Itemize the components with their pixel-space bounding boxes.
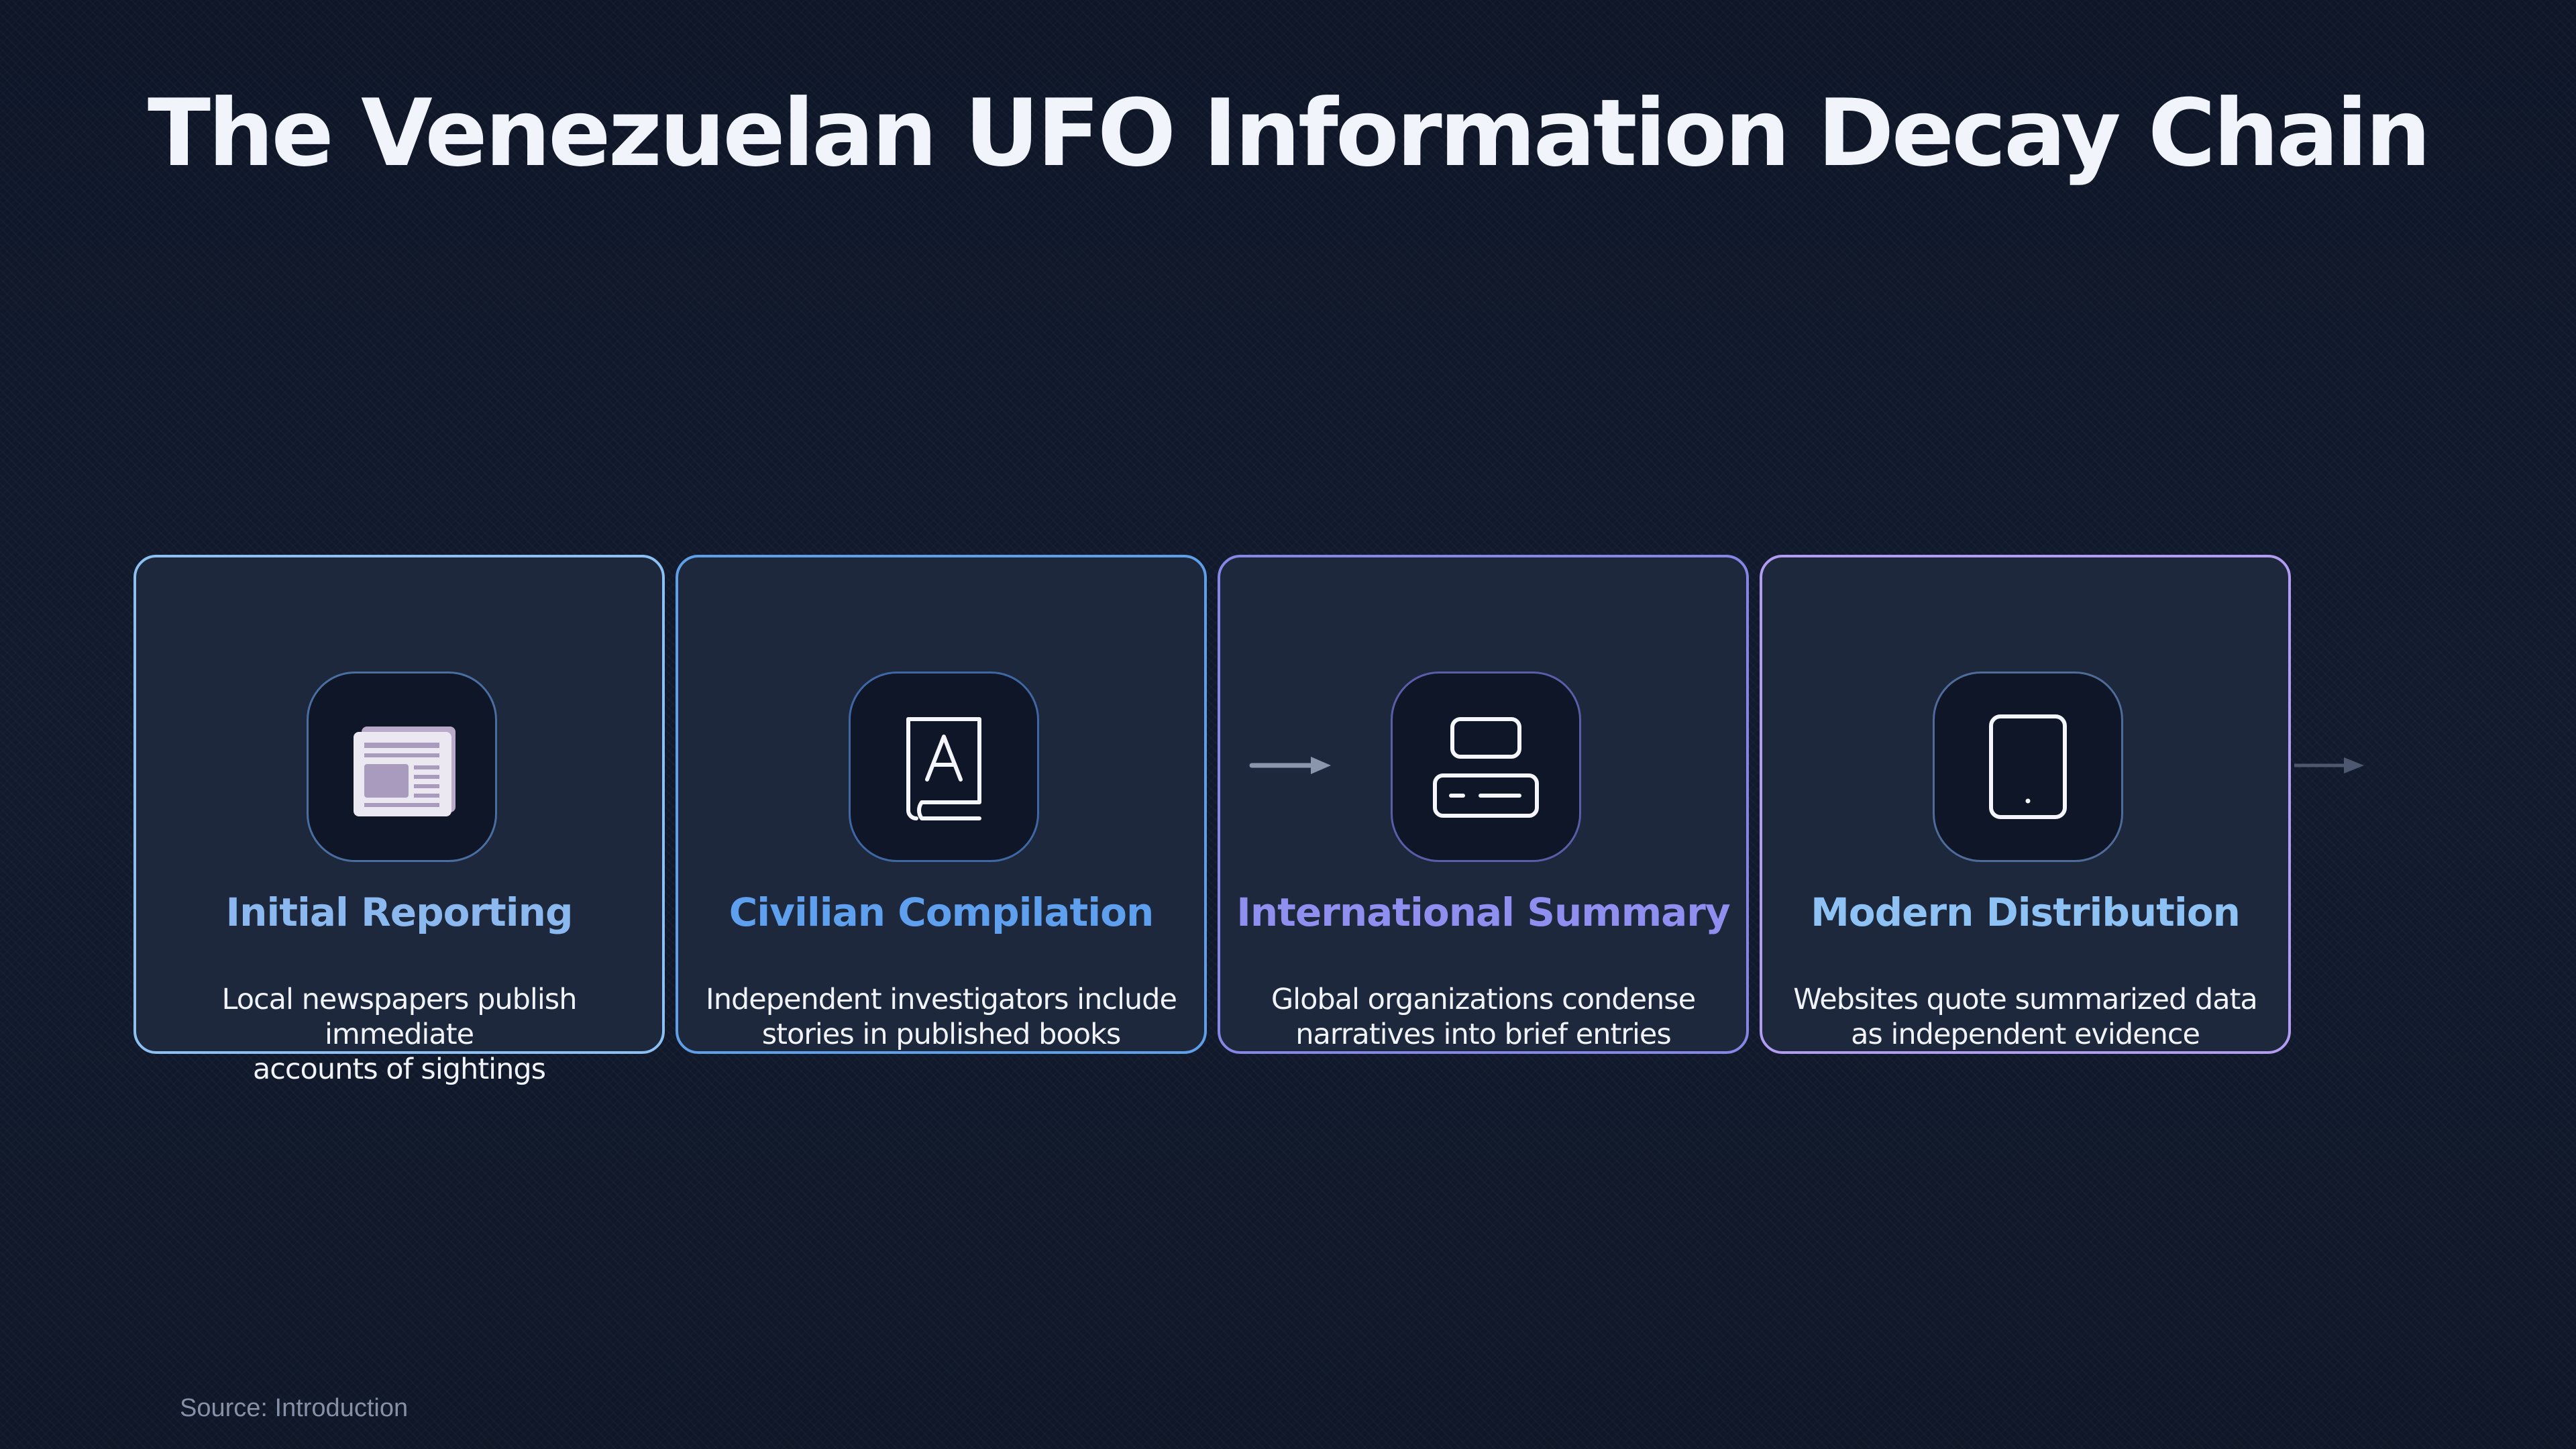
arrow-right-icon [2294, 757, 2364, 773]
stage-description: Global organizations condense narratives… [1234, 982, 1733, 1052]
stage-description-line: as independent evidence [1851, 1018, 2200, 1051]
source-note: Source: Introduction [180, 1394, 409, 1422]
tablet-icon [1989, 714, 2067, 819]
arrow-right-icon [1249, 757, 1331, 774]
stage-title: Civilian Compilation [729, 890, 1155, 935]
icon-box [849, 672, 1039, 862]
icon-box [1391, 672, 1581, 862]
database-icon [1433, 717, 1539, 818]
stage-title: International Summary [1236, 890, 1730, 935]
stage-description: Independent investigators include storie… [692, 982, 1191, 1052]
stage-title: Modern Distribution [1811, 890, 2241, 935]
stage-description-line: stories in published books [761, 1018, 1122, 1051]
page-title: The Venezuelan UFO Information Decay Cha… [147, 79, 2431, 187]
stage-description-line: Websites quote summarized data [1793, 983, 2258, 1016]
stage-description-line: Independent investigators include [706, 983, 1177, 1016]
stage-description: Websites quote summarized data as indepe… [1776, 982, 2275, 1052]
stage-description: Local newspapers publish immediate accou… [150, 982, 649, 1087]
stage-card-modern-distribution: Modern Distribution Websites quote summa… [1760, 555, 2291, 1054]
stage-description-line: Local newspapers publish immediate [221, 983, 578, 1051]
icon-box [307, 672, 497, 862]
book-icon [906, 717, 981, 820]
stage-card-initial-reporting: Initial Reporting Local newspapers publi… [133, 555, 665, 1086]
stage-card-international-summary: International Summary Global organizatio… [1218, 555, 1749, 1054]
stage-description-line: accounts of sightings [252, 1053, 546, 1086]
icon-box [1933, 672, 2123, 862]
stage-card-civilian-compilation: Civilian Compilation Independent investi… [676, 555, 1207, 1054]
stage-description-line: Global organizations condense [1271, 983, 1696, 1016]
stage-description-line: narratives into brief entries [1295, 1018, 1672, 1051]
stage-title: Initial Reporting [225, 890, 574, 935]
newspaper-icon [354, 727, 455, 816]
